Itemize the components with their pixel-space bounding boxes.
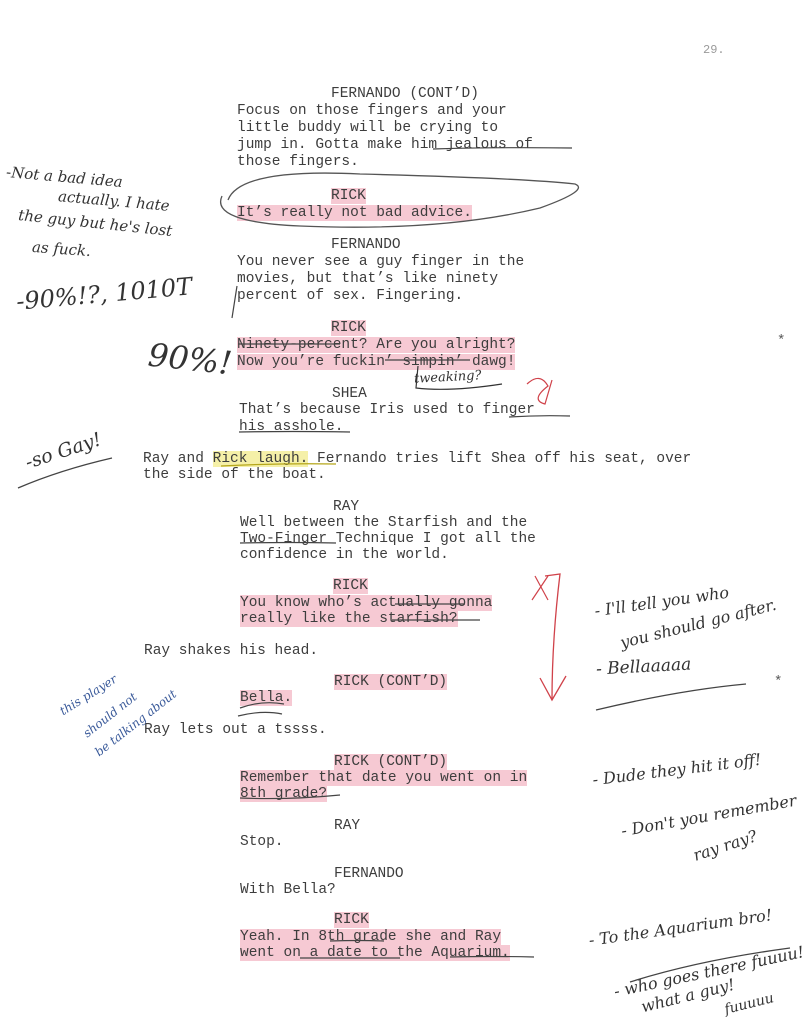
action-line: Ray shakes his head. — [144, 643, 319, 659]
handwritten-note: actually. I hate — [57, 187, 171, 215]
character-name: RAY — [333, 499, 360, 515]
character-name: RICK — [333, 578, 368, 594]
handwritten-note: -90%!?, 1010T — [15, 272, 194, 316]
action-text: Ray and — [143, 451, 213, 467]
dialogue-line: Yeah. In 8th grade she and Ray — [240, 929, 502, 945]
handwritten-note: -so Gay! — [22, 428, 105, 474]
dialogue-line: jump in. Gotta make him jealous of — [237, 137, 533, 153]
dialogue-line: confidence in the world. — [240, 547, 449, 563]
page-number: 29. — [703, 43, 725, 57]
dialogue-line: really like the starfish? — [240, 611, 458, 627]
scribble-stroke — [526, 377, 553, 405]
dialogue-line: Remember that date you went on in — [240, 770, 528, 786]
handwritten-note: - Dude they hit it off! — [591, 749, 763, 790]
handwritten-note: tweaking? — [413, 368, 482, 387]
arrow-head — [539, 675, 567, 702]
handwritten-note: ray ray? — [690, 826, 760, 865]
dialogue-line: With Bella? — [240, 882, 336, 898]
dialogue-line: It’s really not bad advice. — [237, 205, 472, 221]
character-name: FERNANDO (CONT’D) — [331, 86, 479, 102]
dialogue-line: his asshole. — [239, 419, 344, 435]
action-line: the side of the boat. — [143, 467, 326, 483]
arrow-stroke — [544, 573, 561, 701]
dialogue-line: went on a date to the Aquarium. — [240, 945, 510, 961]
handwritten-note: as fuck. — [31, 237, 92, 261]
dialogue-line: That’s because Iris used to finger — [239, 402, 535, 418]
dialogue-line: those fingers. — [237, 154, 359, 170]
dialogue-line: Focus on those fingers and your — [237, 103, 507, 119]
handwritten-note: - Don't you remember — [619, 790, 798, 841]
action-line: Ray lets out a tssss. — [144, 722, 327, 738]
dialogue-line: 8th grade? — [240, 786, 328, 802]
dialogue-line: Well between the Starfish and the — [240, 515, 528, 531]
dialogue-line: Bella. — [240, 690, 293, 706]
dialogue-line: little buddy will be crying to — [237, 120, 499, 136]
highlighted-text: Rick laugh. — [212, 451, 309, 467]
dialogue-line: percent of sex. Fingering. — [237, 288, 464, 304]
character-name: SHEA — [332, 386, 367, 402]
character-name: RICK — [331, 320, 366, 336]
dialogue-line: Two-Finger Technique I got all the — [240, 531, 536, 547]
handwritten-note: - To the Aquarium bro! — [587, 905, 774, 950]
character-name: RICK (CONT’D) — [334, 754, 448, 770]
handwritten-note: 90%! — [146, 335, 234, 383]
revision-mark: * — [774, 674, 783, 690]
character-name: FERNANDO — [334, 866, 404, 882]
character-name: RAY — [334, 818, 361, 834]
dialogue-line: You know who’s actually gonna — [240, 595, 493, 611]
underline-stroke — [595, 683, 747, 711]
dialogue-line: Stop. — [240, 834, 284, 850]
dialogue-line: movies, but that’s like ninety — [237, 271, 499, 287]
scribble-stroke — [531, 575, 549, 601]
dialogue-line: Ninety-percent? Are you alright? — [237, 337, 516, 353]
dialogue-line: Now you’re fuckin’ simpin’ dawg! — [237, 354, 516, 370]
dialogue-line: You never see a guy finger in the — [237, 254, 525, 270]
handwritten-note: - Bellaaaaa — [595, 654, 692, 680]
action-text: Fernando tries lift Shea off his seat, o… — [308, 451, 692, 467]
character-name: RICK — [331, 188, 366, 204]
revision-mark: * — [777, 333, 786, 349]
character-name: RICK (CONT’D) — [334, 674, 448, 690]
action-line: Ray and Rick laugh. Fernando tries lift … — [143, 451, 691, 467]
character-name: RICK — [334, 912, 369, 928]
character-name: FERNANDO — [331, 237, 401, 253]
